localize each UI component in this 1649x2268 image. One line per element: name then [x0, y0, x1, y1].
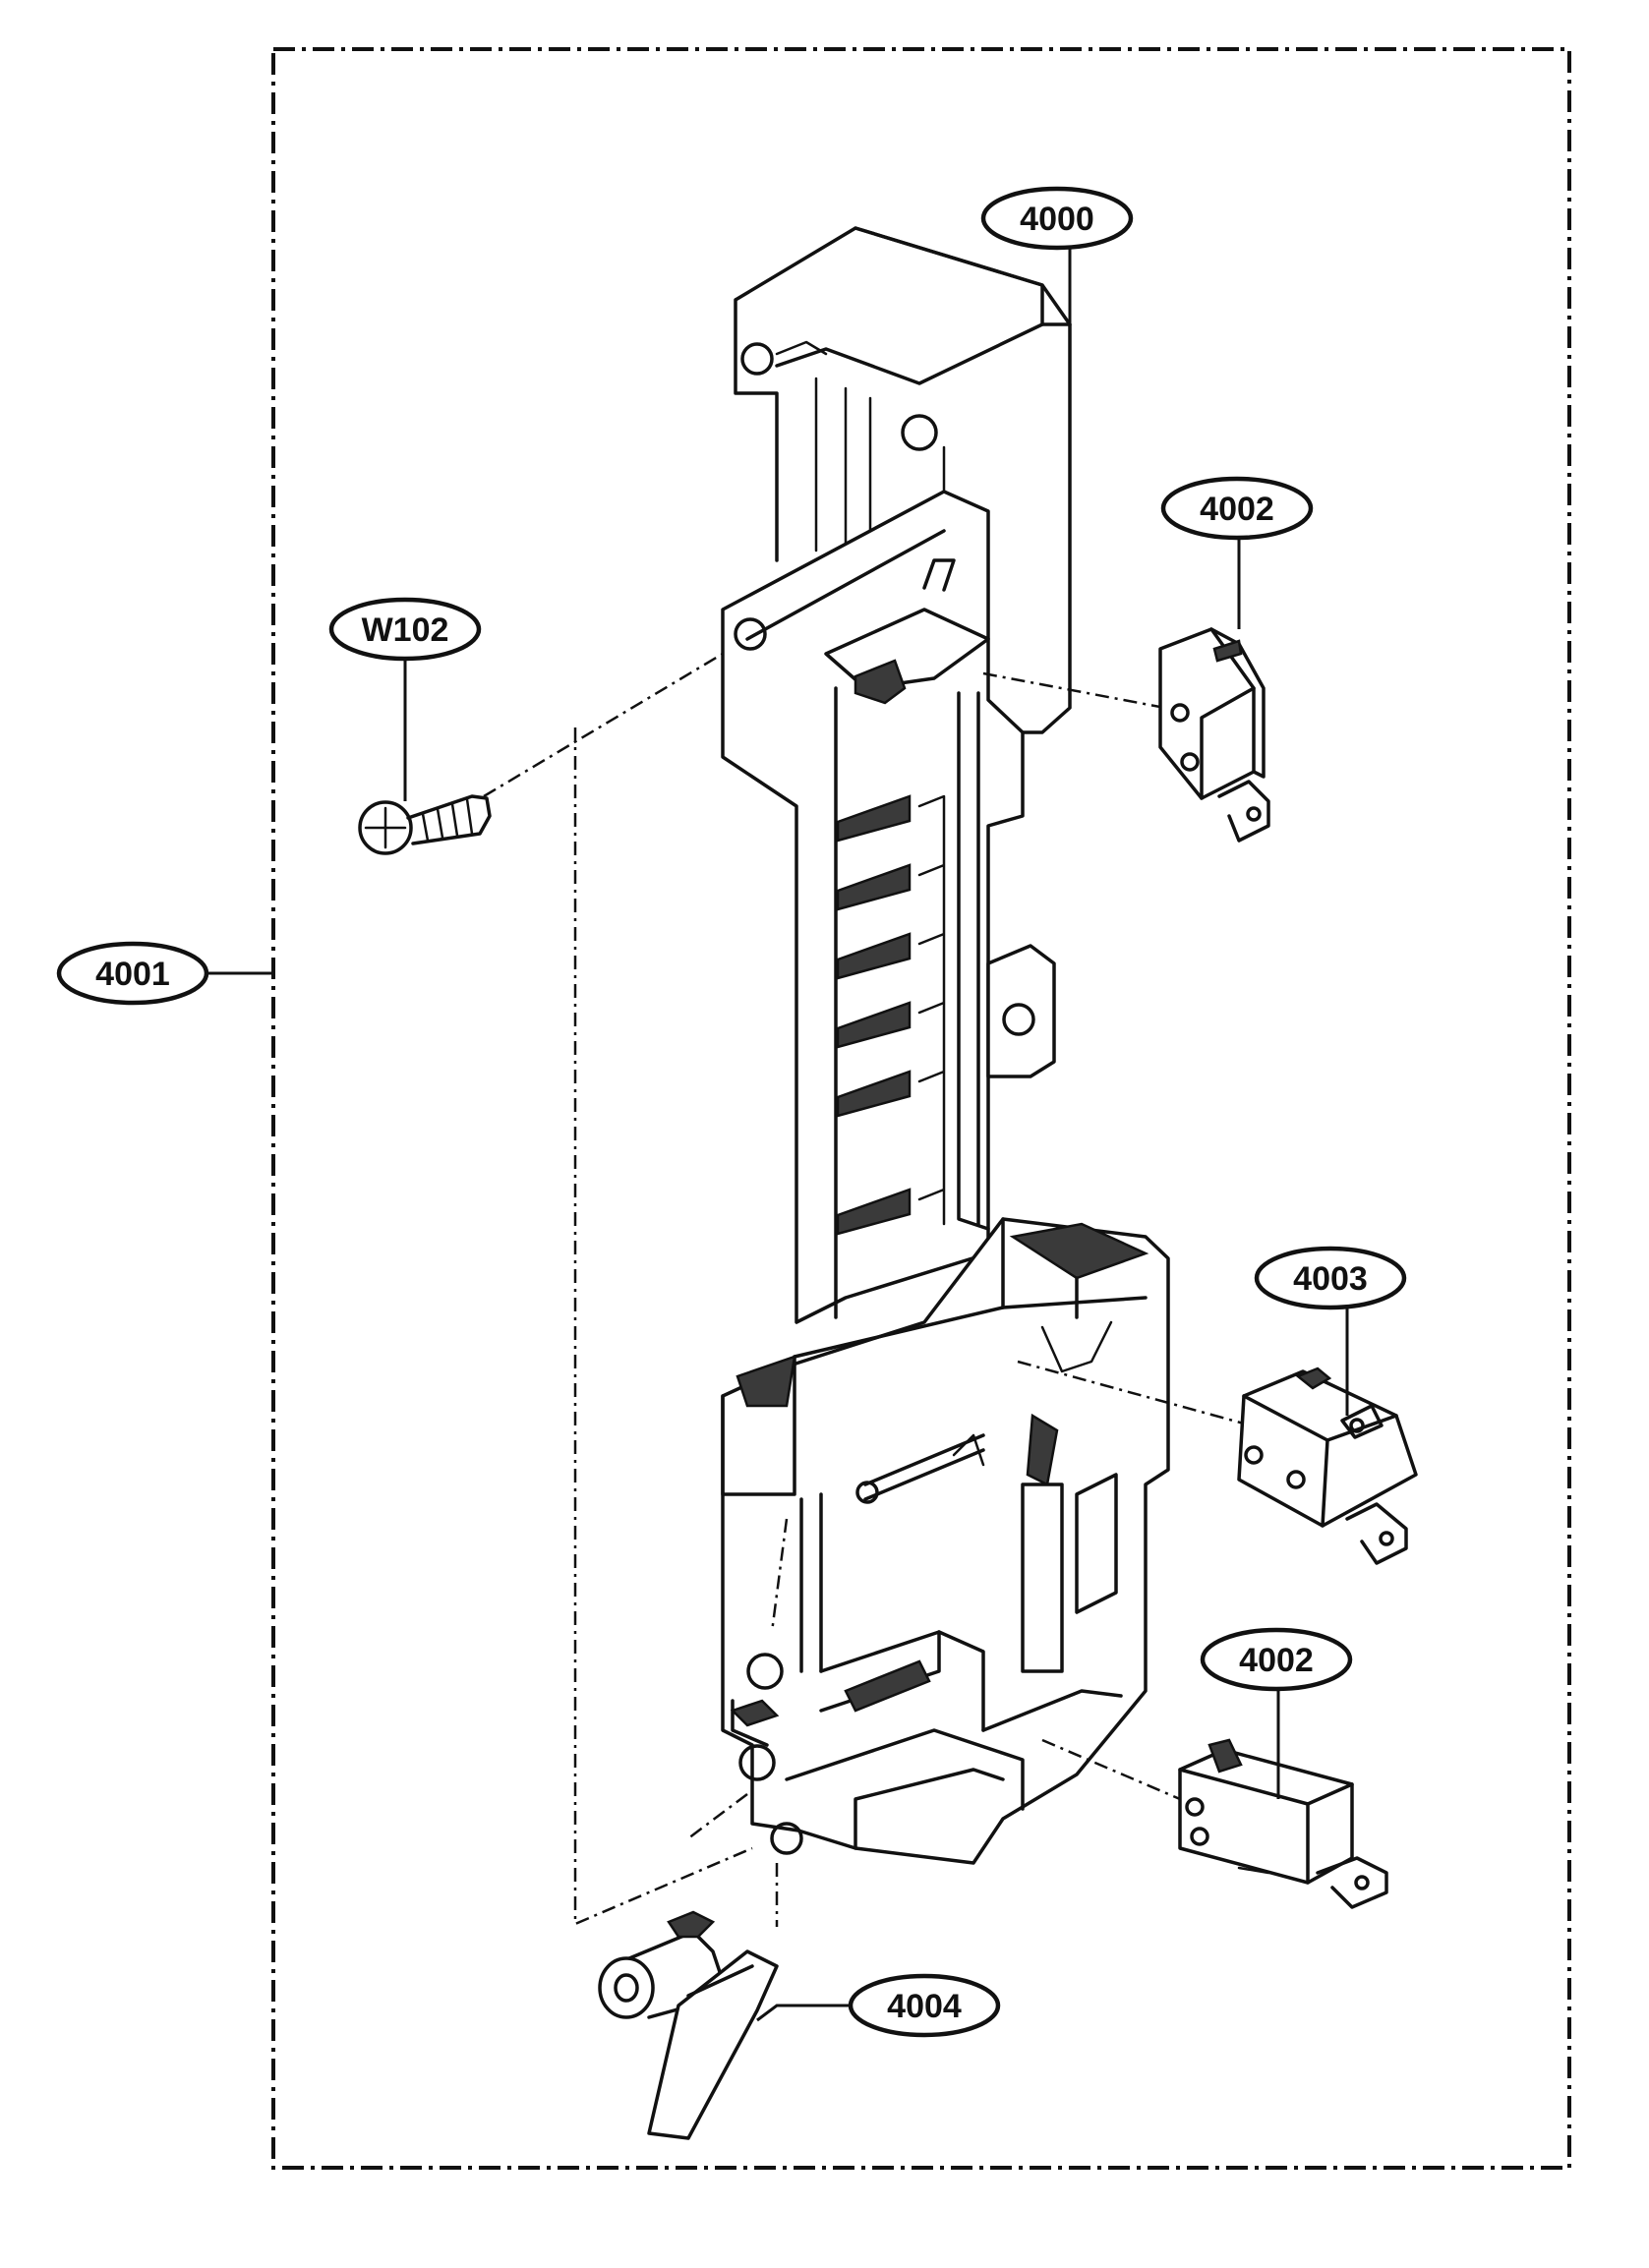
callout-label: W102 — [362, 611, 449, 649]
callout-switch-mid: 4003 — [1254, 1246, 1407, 1310]
assembly-line-switch-mid — [1017, 1360, 1245, 1425]
callout-housing: 4000 — [980, 186, 1134, 251]
callout-label: 4003 — [1293, 1260, 1368, 1298]
screw-part — [358, 794, 492, 855]
callout-label: 4002 — [1239, 1642, 1314, 1679]
callout-label: 4004 — [887, 1988, 962, 2025]
callout-switch-bottom: 4002 — [1200, 1627, 1353, 1692]
callout-label: 4001 — [95, 956, 170, 993]
assembly-line-switch-bottom — [1041, 1738, 1181, 1801]
latch-lever — [598, 1910, 779, 2140]
microswitch-middle — [1237, 1367, 1418, 1565]
leader-lever — [756, 2004, 855, 2022]
assembly-line-switch-top — [982, 671, 1166, 710]
microswitch-bottom — [1178, 1738, 1388, 1909]
callout-label: 4000 — [1020, 201, 1094, 238]
assembly-line-lever — [687, 1793, 779, 1927]
callout-assembly: 4001 — [56, 941, 209, 1006]
callout-switch-top: 4002 — [1160, 476, 1314, 541]
callout-screw: W102 — [328, 597, 482, 662]
assembly-line-lower-left — [770, 1518, 789, 1633]
assembly-line-left — [573, 727, 753, 1926]
callout-label: 4002 — [1200, 491, 1274, 528]
microswitch-top — [1158, 627, 1270, 843]
assembly-line-screw — [483, 652, 724, 798]
callout-lever: 4004 — [848, 1973, 1001, 2038]
assembly-frame — [271, 47, 1571, 2170]
latch-housing — [721, 226, 1170, 1865]
